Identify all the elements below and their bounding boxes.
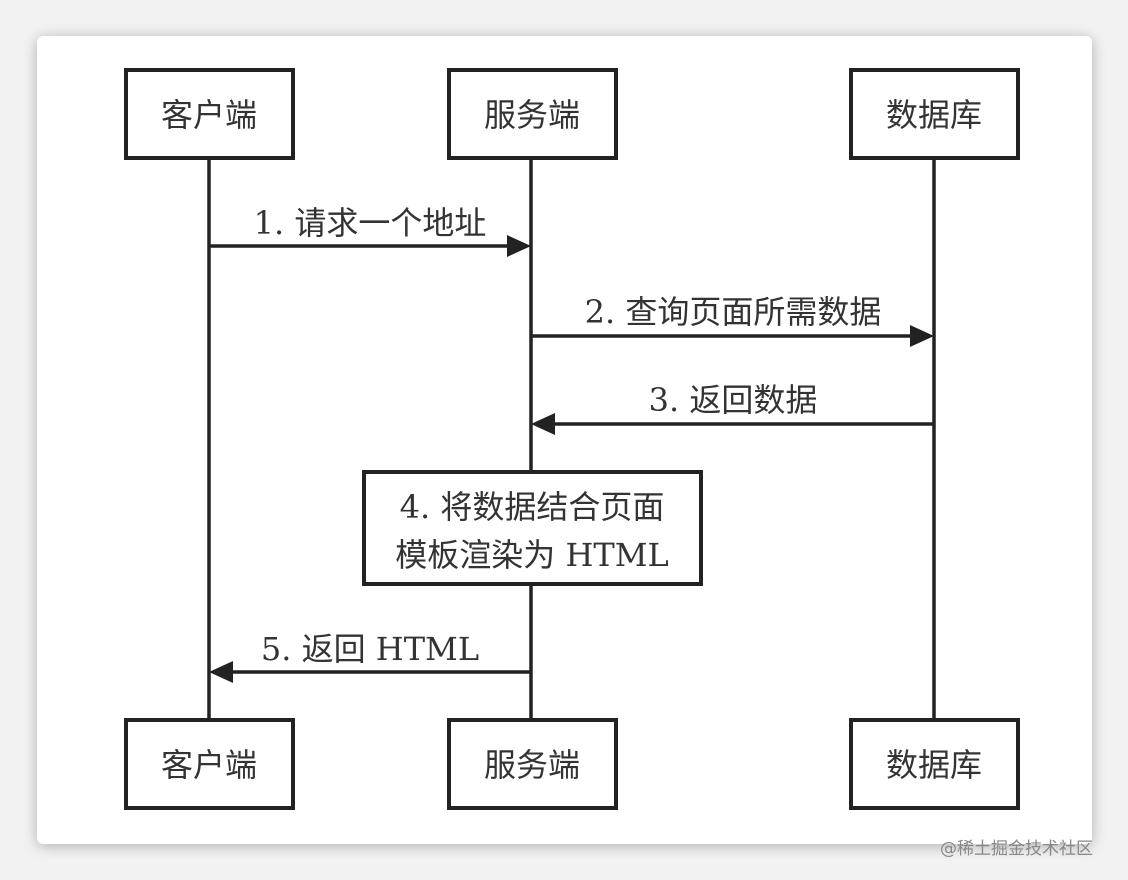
message-2-label: 2. 查询页面所需数据 <box>585 293 882 331</box>
participant-client-bottom-label: 客户端 <box>161 746 257 784</box>
participant-server-top-label: 服务端 <box>484 96 580 134</box>
watermark-text: @稀土掘金技术社区 <box>940 839 1093 859</box>
message-3-arrowhead <box>531 413 555 435</box>
process-box-line1: 4. 将数据结合页面 <box>400 488 665 526</box>
message-2-arrowhead <box>910 325 934 347</box>
participant-server-top: 服务端 <box>447 68 618 160</box>
message-3: 3. 返回数据 <box>531 381 934 435</box>
participant-database-top: 数据库 <box>849 68 1020 160</box>
diagram-card <box>37 36 1092 844</box>
message-3-label: 3. 返回数据 <box>649 381 818 419</box>
process-box-render: 4. 将数据结合页面 模板渲染为 HTML <box>362 470 703 586</box>
message-1-arrowhead <box>507 235 531 257</box>
participant-server-bottom: 服务端 <box>447 718 618 810</box>
participant-database-top-label: 数据库 <box>886 96 982 134</box>
participant-database-bottom-label: 数据库 <box>886 746 982 784</box>
message-5-arrowhead <box>209 661 233 683</box>
participant-client-top-label: 客户端 <box>161 96 257 134</box>
message-5-label: 5. 返回 HTML <box>261 630 479 668</box>
participant-database-bottom: 数据库 <box>849 718 1020 810</box>
message-2: 2. 查询页面所需数据 <box>531 293 934 347</box>
message-5: 5. 返回 HTML <box>209 630 531 683</box>
message-1-label: 1. 请求一个地址 <box>254 204 487 242</box>
participant-client-top: 客户端 <box>124 68 295 160</box>
participant-server-bottom-label: 服务端 <box>484 746 580 784</box>
process-box-line2: 模板渲染为 HTML <box>395 536 668 574</box>
message-1: 1. 请求一个地址 <box>209 204 531 257</box>
participant-client-bottom: 客户端 <box>124 718 295 810</box>
